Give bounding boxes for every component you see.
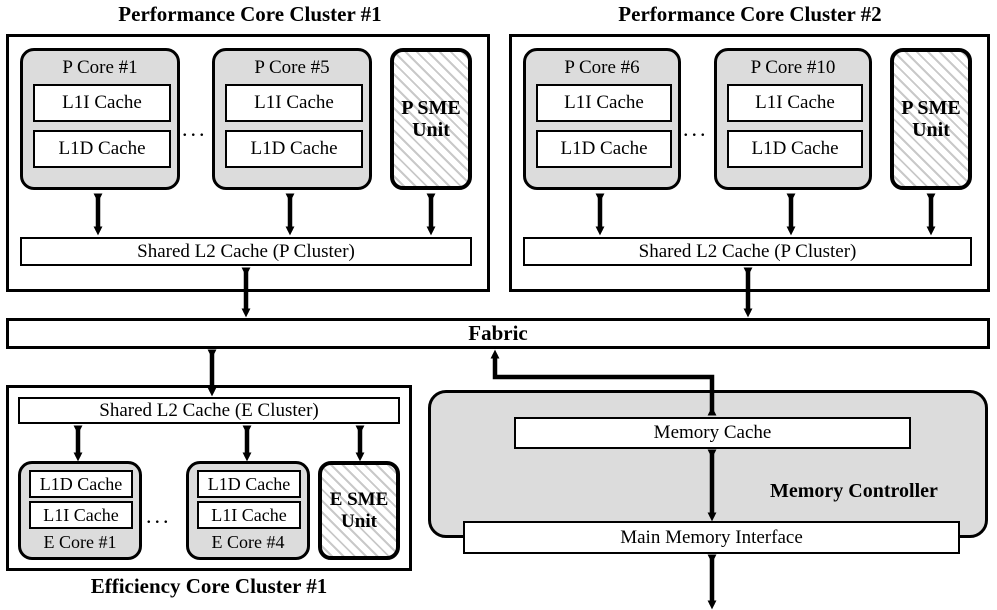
e-core-1-label: E Core #1 [43, 532, 117, 552]
memory-controller-label: Memory Controller [770, 480, 938, 502]
p-core-10[interactable]: P Core #10 L1I Cache L1D Cache [714, 48, 872, 190]
e-cluster-1-sme-unit-label: E SME Unit [329, 489, 389, 532]
e-core-4-l1i-cache[interactable]: L1I Cache [197, 501, 301, 529]
e-core-1-l1i-cache[interactable]: L1I Cache [29, 501, 133, 529]
p-cluster-2-sme-unit[interactable]: P SME Unit [890, 48, 972, 190]
fabric-bar[interactable]: Fabric [6, 318, 990, 349]
e-cluster-1-sme-unit[interactable]: E SME Unit [318, 461, 400, 560]
p-cluster-1-sme-unit[interactable]: P SME Unit [390, 48, 472, 190]
p-core-1-l1d-cache[interactable]: L1D Cache [33, 130, 171, 168]
main-memory-interface-box[interactable]: Main Memory Interface [463, 521, 960, 554]
p-cluster-2-ellipsis: ... [683, 116, 709, 141]
p-core-5-l1d-cache[interactable]: L1D Cache [225, 130, 363, 168]
p-core-1-label: P Core #1 [62, 57, 138, 78]
e-cluster-1-ellipsis: ... [146, 503, 172, 528]
p-core-6-l1d-cache[interactable]: L1D Cache [536, 130, 672, 168]
p-cluster-1-ellipsis: ... [182, 116, 208, 141]
p-core-5-l1i-cache[interactable]: L1I Cache [225, 84, 363, 122]
p-core-6-l1i-cache[interactable]: L1I Cache [536, 84, 672, 122]
p-core-1[interactable]: P Core #1 L1I Cache L1D Cache [20, 48, 180, 190]
p-core-10-l1d-cache[interactable]: L1D Cache [727, 130, 863, 168]
p-cluster-2-title: Performance Core Cluster #2 [618, 2, 882, 26]
e-cluster-1-shared-l2-cache[interactable]: Shared L2 Cache (E Cluster) [18, 397, 400, 424]
p-core-6-label: P Core #6 [564, 57, 640, 78]
p-core-6[interactable]: P Core #6 L1I Cache L1D Cache [523, 48, 681, 190]
e-core-4-l1d-cache[interactable]: L1D Cache [197, 470, 301, 498]
p-cluster-1-shared-l2-cache[interactable]: Shared L2 Cache (P Cluster) [20, 237, 472, 266]
p-cluster-2-sme-unit-label: P SME Unit [901, 96, 961, 141]
memory-controller-panel [428, 390, 988, 538]
p-cluster-1-sme-unit-label: P SME Unit [401, 96, 461, 141]
p-cluster-2-shared-l2-cache[interactable]: Shared L2 Cache (P Cluster) [523, 237, 972, 266]
p-cluster-1-title: Performance Core Cluster #1 [118, 2, 382, 26]
e-core-4-label: E Core #4 [211, 532, 285, 552]
p-core-1-l1i-cache[interactable]: L1I Cache [33, 84, 171, 122]
p-core-10-l1i-cache[interactable]: L1I Cache [727, 84, 863, 122]
e-core-1[interactable]: L1D Cache L1I Cache E Core #1 [18, 461, 142, 560]
p-core-5-label: P Core #5 [254, 57, 330, 78]
p-core-10-label: P Core #10 [750, 57, 836, 78]
e-cluster-1-title: Efficiency Core Cluster #1 [90, 574, 328, 598]
e-core-4[interactable]: L1D Cache L1I Cache E Core #4 [186, 461, 310, 560]
memory-cache-box[interactable]: Memory Cache [514, 417, 911, 449]
e-core-1-l1d-cache[interactable]: L1D Cache [29, 470, 133, 498]
p-core-5[interactable]: P Core #5 L1I Cache L1D Cache [212, 48, 372, 190]
